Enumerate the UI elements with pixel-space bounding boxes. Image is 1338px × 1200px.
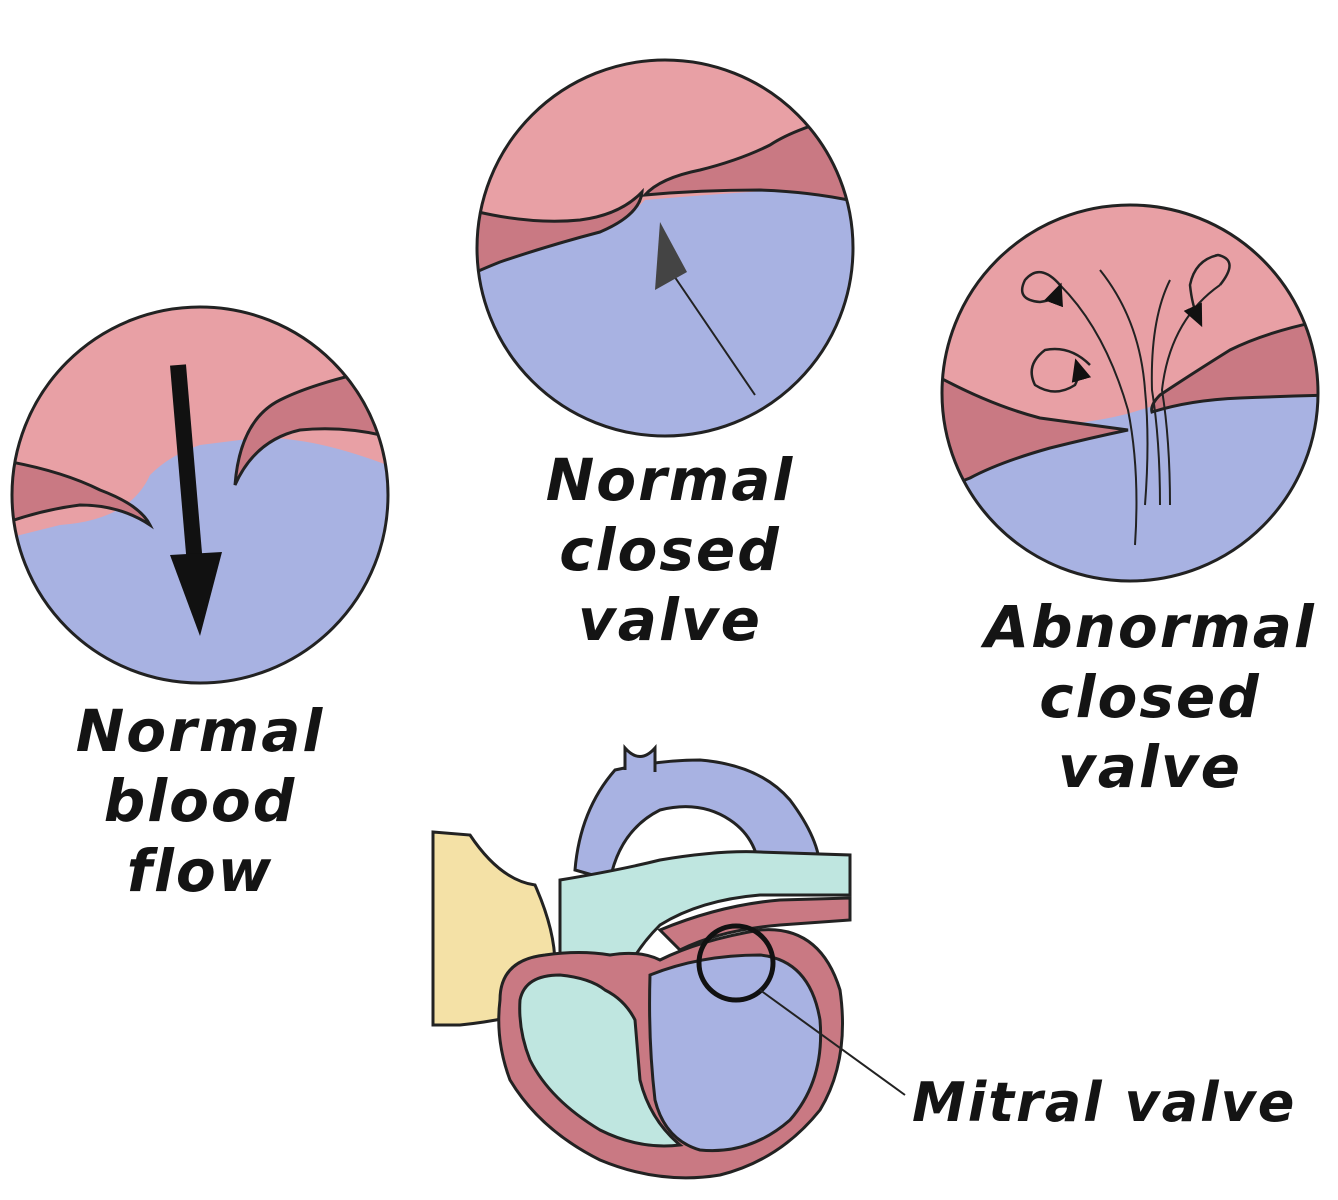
abnormal-closed-circle bbox=[940, 203, 1320, 583]
heart-cross-section bbox=[431, 744, 906, 1180]
callout-line bbox=[759, 989, 906, 1096]
valve-leaflet-left bbox=[942, 372, 1129, 492]
pulmonary-vessel bbox=[558, 850, 852, 967]
normal-flow-circle bbox=[10, 305, 390, 685]
normal-closed-circle bbox=[475, 58, 855, 438]
label-abnormal-closed-valve: Abnormal closed valve bbox=[984, 593, 1316, 801]
swirl-arrows bbox=[1020, 253, 1231, 393]
label-normal-blood-flow: Normal blood flow bbox=[75, 697, 325, 905]
down-arrow bbox=[170, 364, 222, 636]
right-ventricle bbox=[518, 973, 684, 1148]
valve-leaflet-left bbox=[12, 458, 154, 530]
aortic-notch bbox=[623, 744, 657, 772]
ventricle-region bbox=[477, 190, 853, 436]
up-arrow bbox=[655, 222, 756, 396]
mitral-valve-ring bbox=[696, 923, 776, 1003]
valve-leaflet-left bbox=[477, 187, 644, 278]
label-mitral-valve: Mitral valve bbox=[912, 1071, 1297, 1134]
label-normal-closed-valve: Normal closed valve bbox=[545, 446, 795, 654]
valve-leaflet-right bbox=[1150, 316, 1318, 414]
